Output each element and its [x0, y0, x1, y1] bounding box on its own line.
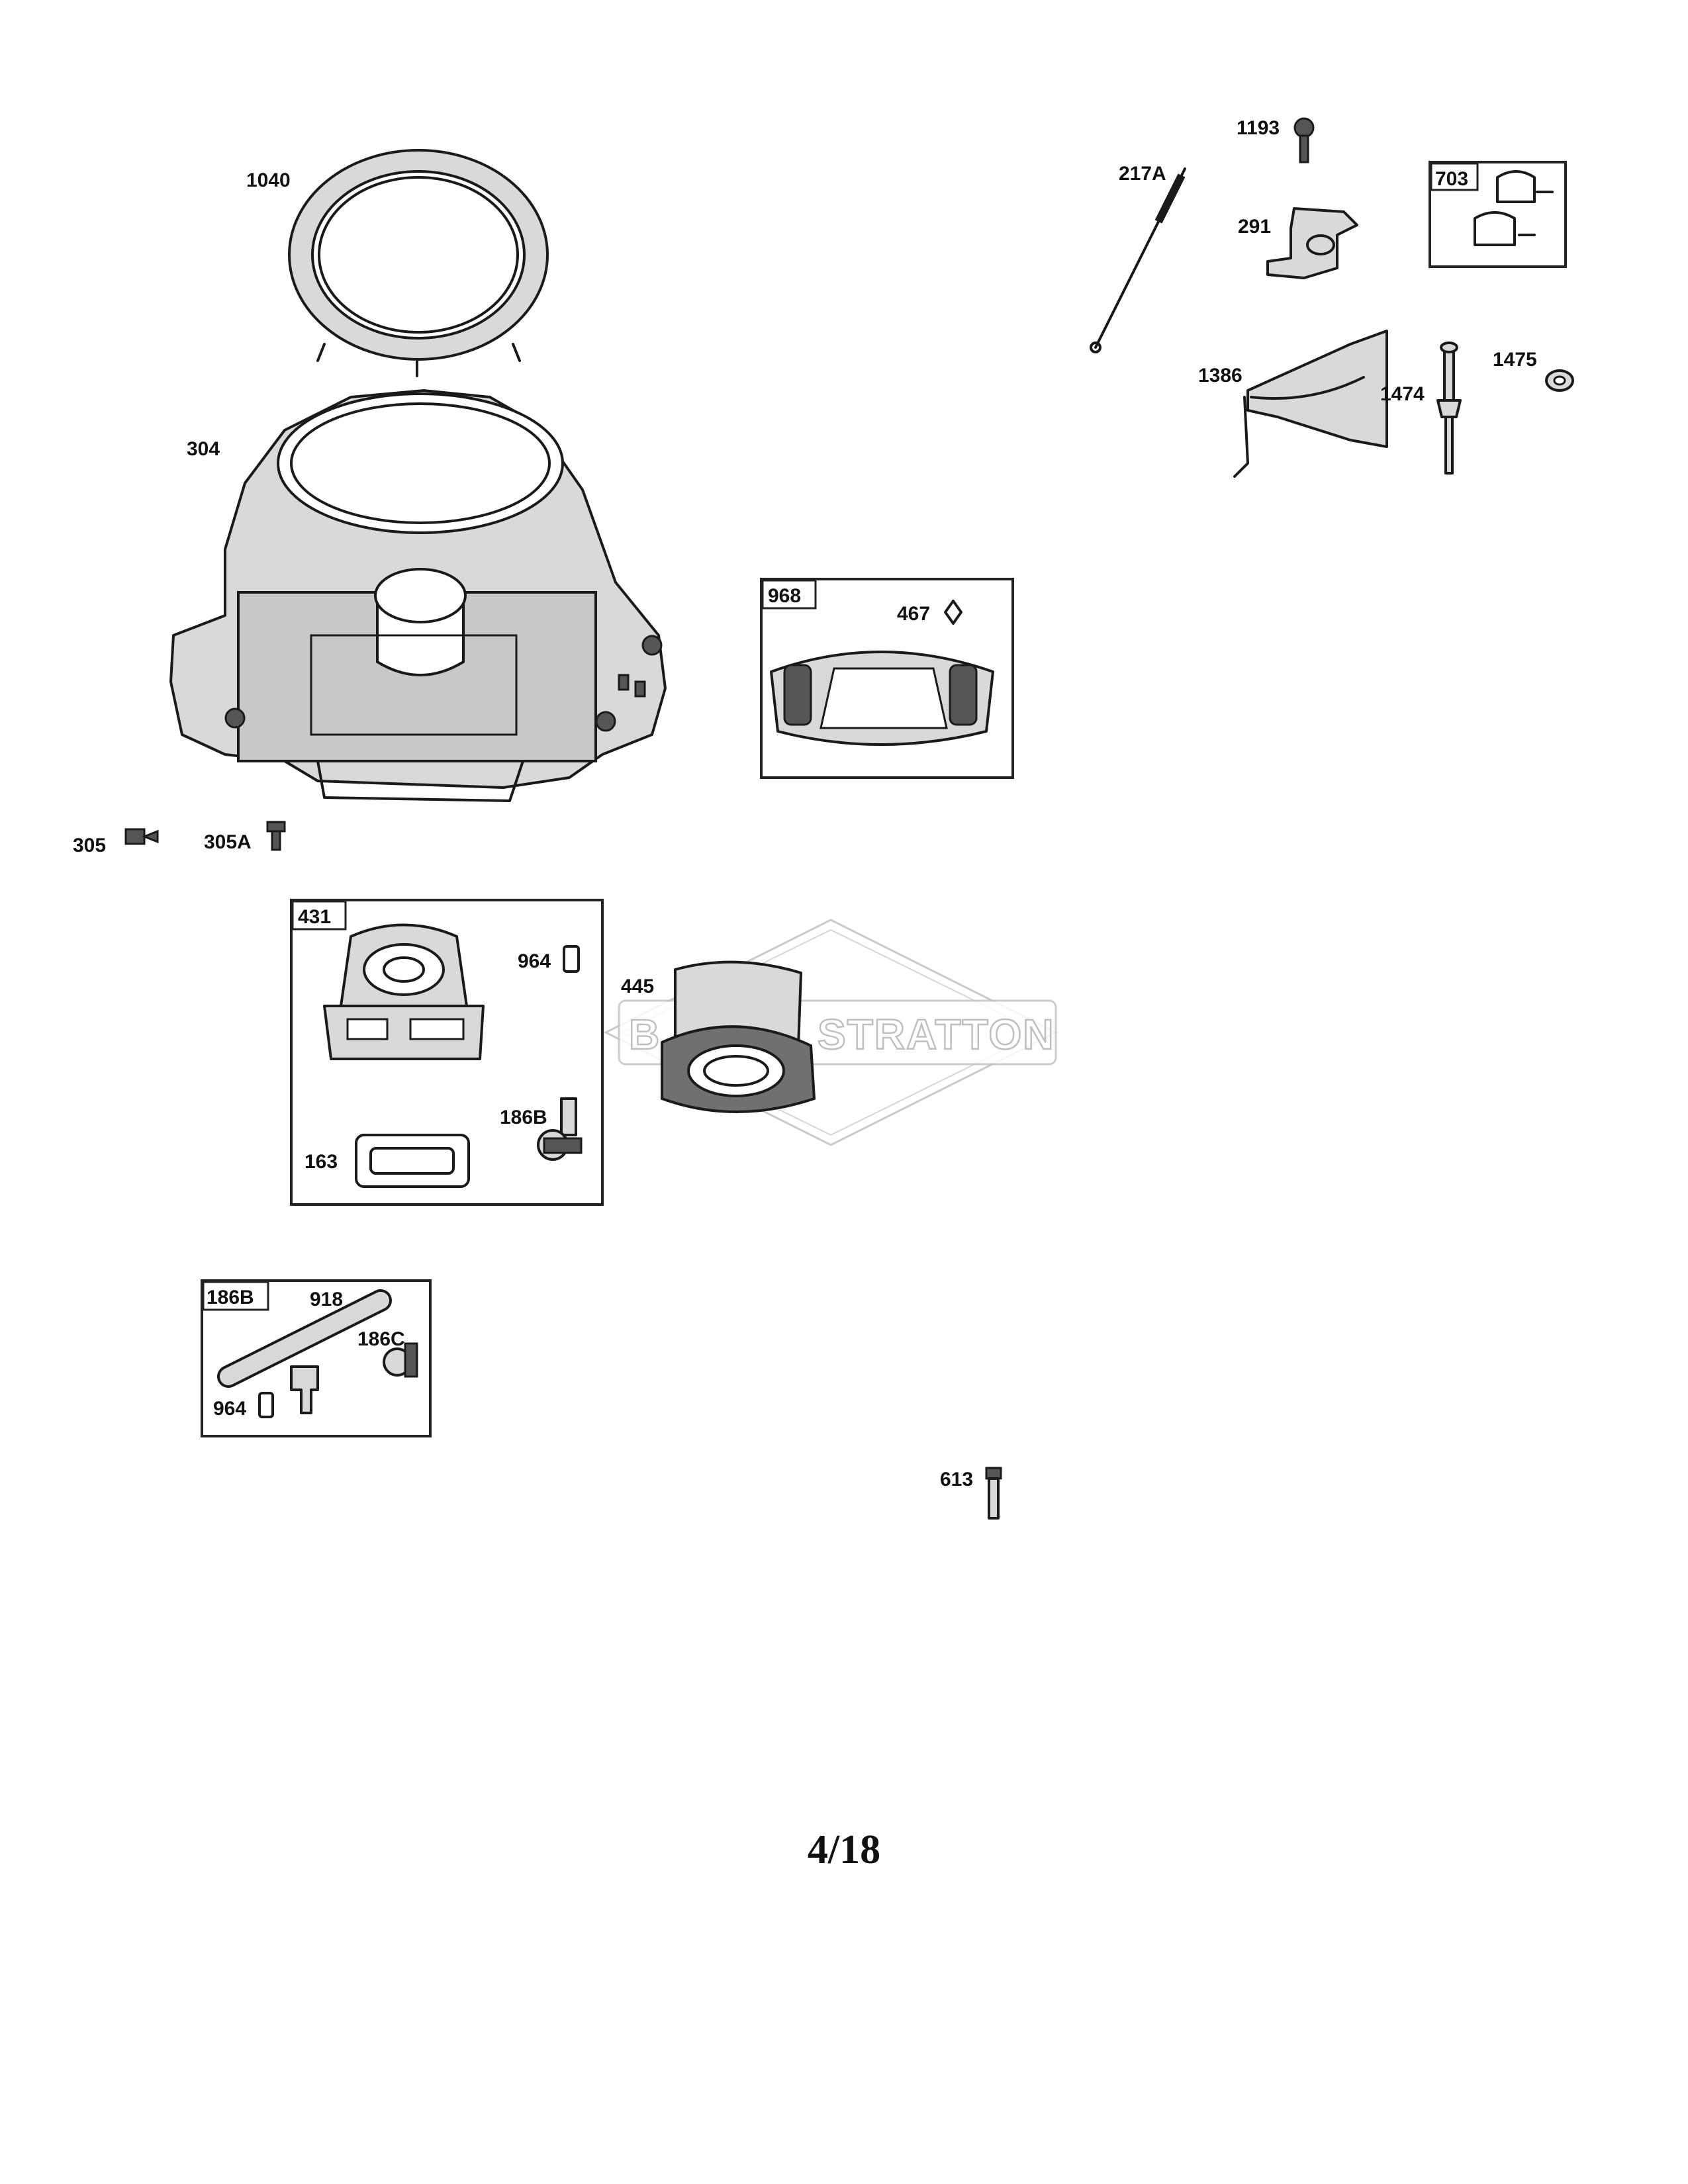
part-703-gaskets [1474, 170, 1554, 246]
callout-304: 304 [187, 438, 220, 460]
part-186B-fitting-kit431 [537, 1097, 583, 1161]
callout-1386: 1386 [1198, 365, 1243, 387]
watermark-logo: B STRATTON [603, 919, 1058, 1146]
callout-467: 467 [897, 603, 930, 625]
part-968-grille [770, 651, 994, 746]
part-186-elbow-fitting [290, 1365, 319, 1414]
part-305A-bolt [266, 821, 286, 851]
svg-text:B: B [629, 1011, 661, 1058]
callout-186B-kit431: 186B [500, 1107, 547, 1128]
part-1193-screw [1293, 117, 1315, 163]
callout-964-kit186B: 964 [213, 1398, 246, 1420]
kit-186B-label: 186B [207, 1287, 254, 1308]
callout-1040: 1040 [246, 169, 291, 191]
kit-431-label: 431 [298, 906, 331, 928]
part-1474-pin [1436, 341, 1462, 475]
callout-1474: 1474 [1380, 383, 1425, 405]
callout-305: 305 [73, 835, 106, 856]
part-1386-air-guide [1233, 330, 1388, 478]
part-964-plug-kit431 [563, 945, 580, 973]
callout-613: 613 [940, 1469, 973, 1490]
kit-186B-label-box [202, 1281, 269, 1311]
part-445-air-filter [661, 960, 816, 1113]
callout-964-kit431: 964 [518, 950, 551, 972]
kit-703-label: 703 [1435, 168, 1468, 190]
part-217A-spring-link [1090, 167, 1186, 353]
kit-968-label: 968 [768, 585, 801, 607]
part-918-hose [217, 1289, 392, 1388]
part-613-bolt [985, 1467, 1002, 1520]
callout-291: 291 [1238, 216, 1271, 238]
part-467-fastener [944, 600, 962, 625]
callout-445: 445 [621, 976, 654, 997]
part-304-blower-housing [169, 389, 667, 802]
part-964-plug-kit186B [258, 1392, 274, 1418]
part-1040-ring [288, 149, 549, 377]
part-163-gasket [355, 1134, 470, 1188]
watermark-text: STRATTON [818, 1011, 1055, 1058]
part-431-air-filter-base [323, 923, 485, 1060]
part-186C-fitting [383, 1342, 418, 1378]
part-305-screw [124, 828, 159, 845]
callout-918: 918 [310, 1289, 343, 1310]
callout-217A: 217A [1119, 163, 1166, 185]
callout-163: 163 [305, 1151, 338, 1173]
part-1475-nut [1545, 369, 1574, 392]
callout-305A: 305A [204, 831, 252, 853]
kit-968-label-box [761, 579, 817, 610]
callout-186C: 186C [357, 1328, 405, 1350]
callout-1193: 1193 [1237, 117, 1280, 139]
page-number: 4/18 [807, 1827, 881, 1872]
kit-431-label-box [291, 900, 347, 931]
part-291-bracket [1266, 207, 1358, 279]
kit-703-label-box [1430, 162, 1479, 191]
callout-1475: 1475 [1493, 349, 1537, 371]
